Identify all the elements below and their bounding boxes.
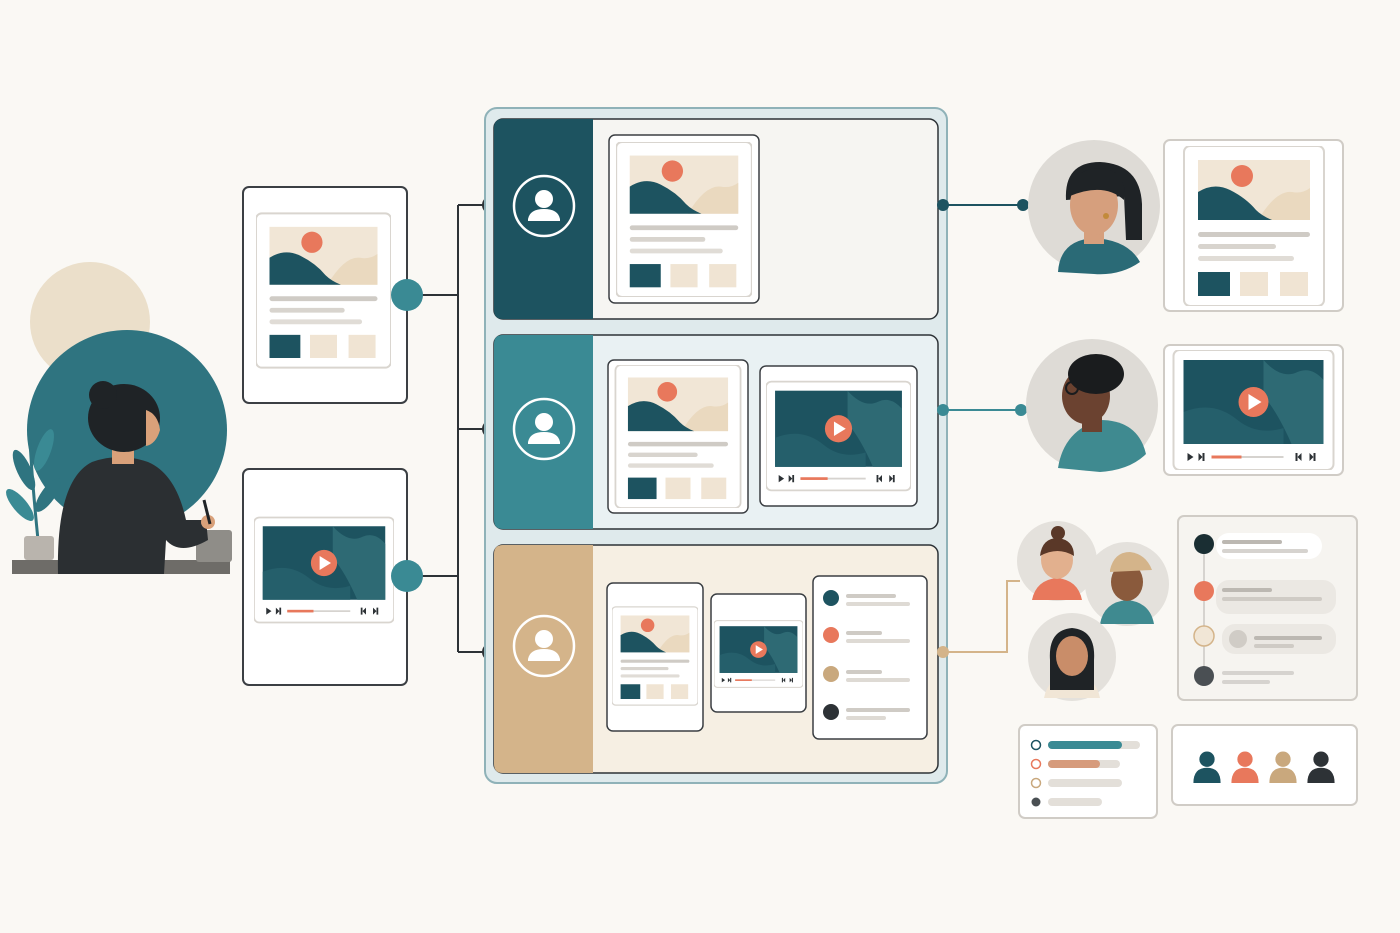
image-article-icon	[616, 142, 752, 297]
tier-row-1[interactable]	[493, 118, 939, 320]
audience-card-video[interactable]	[1163, 344, 1344, 476]
connector-node	[391, 279, 423, 311]
person-at-desk-icon	[57, 381, 215, 574]
connector-node	[391, 560, 423, 592]
video-player-icon	[714, 619, 803, 689]
woman-portrait-icon	[1028, 140, 1160, 275]
video-player-icon	[1172, 350, 1335, 470]
source-card-article[interactable]	[242, 186, 408, 404]
video-player-icon	[766, 380, 911, 492]
image-article-icon	[1182, 146, 1326, 306]
image-article-icon	[612, 606, 698, 706]
tier-panel	[484, 107, 948, 784]
plant-icon	[6, 429, 61, 560]
video-player-icon	[254, 516, 394, 624]
members-group-icon[interactable]	[1171, 724, 1358, 806]
group-portraits-icon	[1017, 521, 1169, 701]
discussion-thread-panel[interactable]	[1177, 515, 1358, 701]
audience-card-article[interactable]	[1163, 139, 1344, 312]
source-card-video[interactable]	[242, 468, 408, 686]
poll-results-icon[interactable]	[1018, 724, 1158, 819]
author-illustration	[6, 262, 232, 574]
image-article-icon	[614, 365, 742, 508]
tier-row-3[interactable]	[493, 544, 939, 774]
man-portrait-icon	[1026, 339, 1158, 472]
discussion-list	[812, 575, 928, 740]
tier-row-2[interactable]	[493, 334, 939, 530]
image-article-icon	[256, 212, 391, 369]
right-connectors	[937, 199, 1029, 658]
